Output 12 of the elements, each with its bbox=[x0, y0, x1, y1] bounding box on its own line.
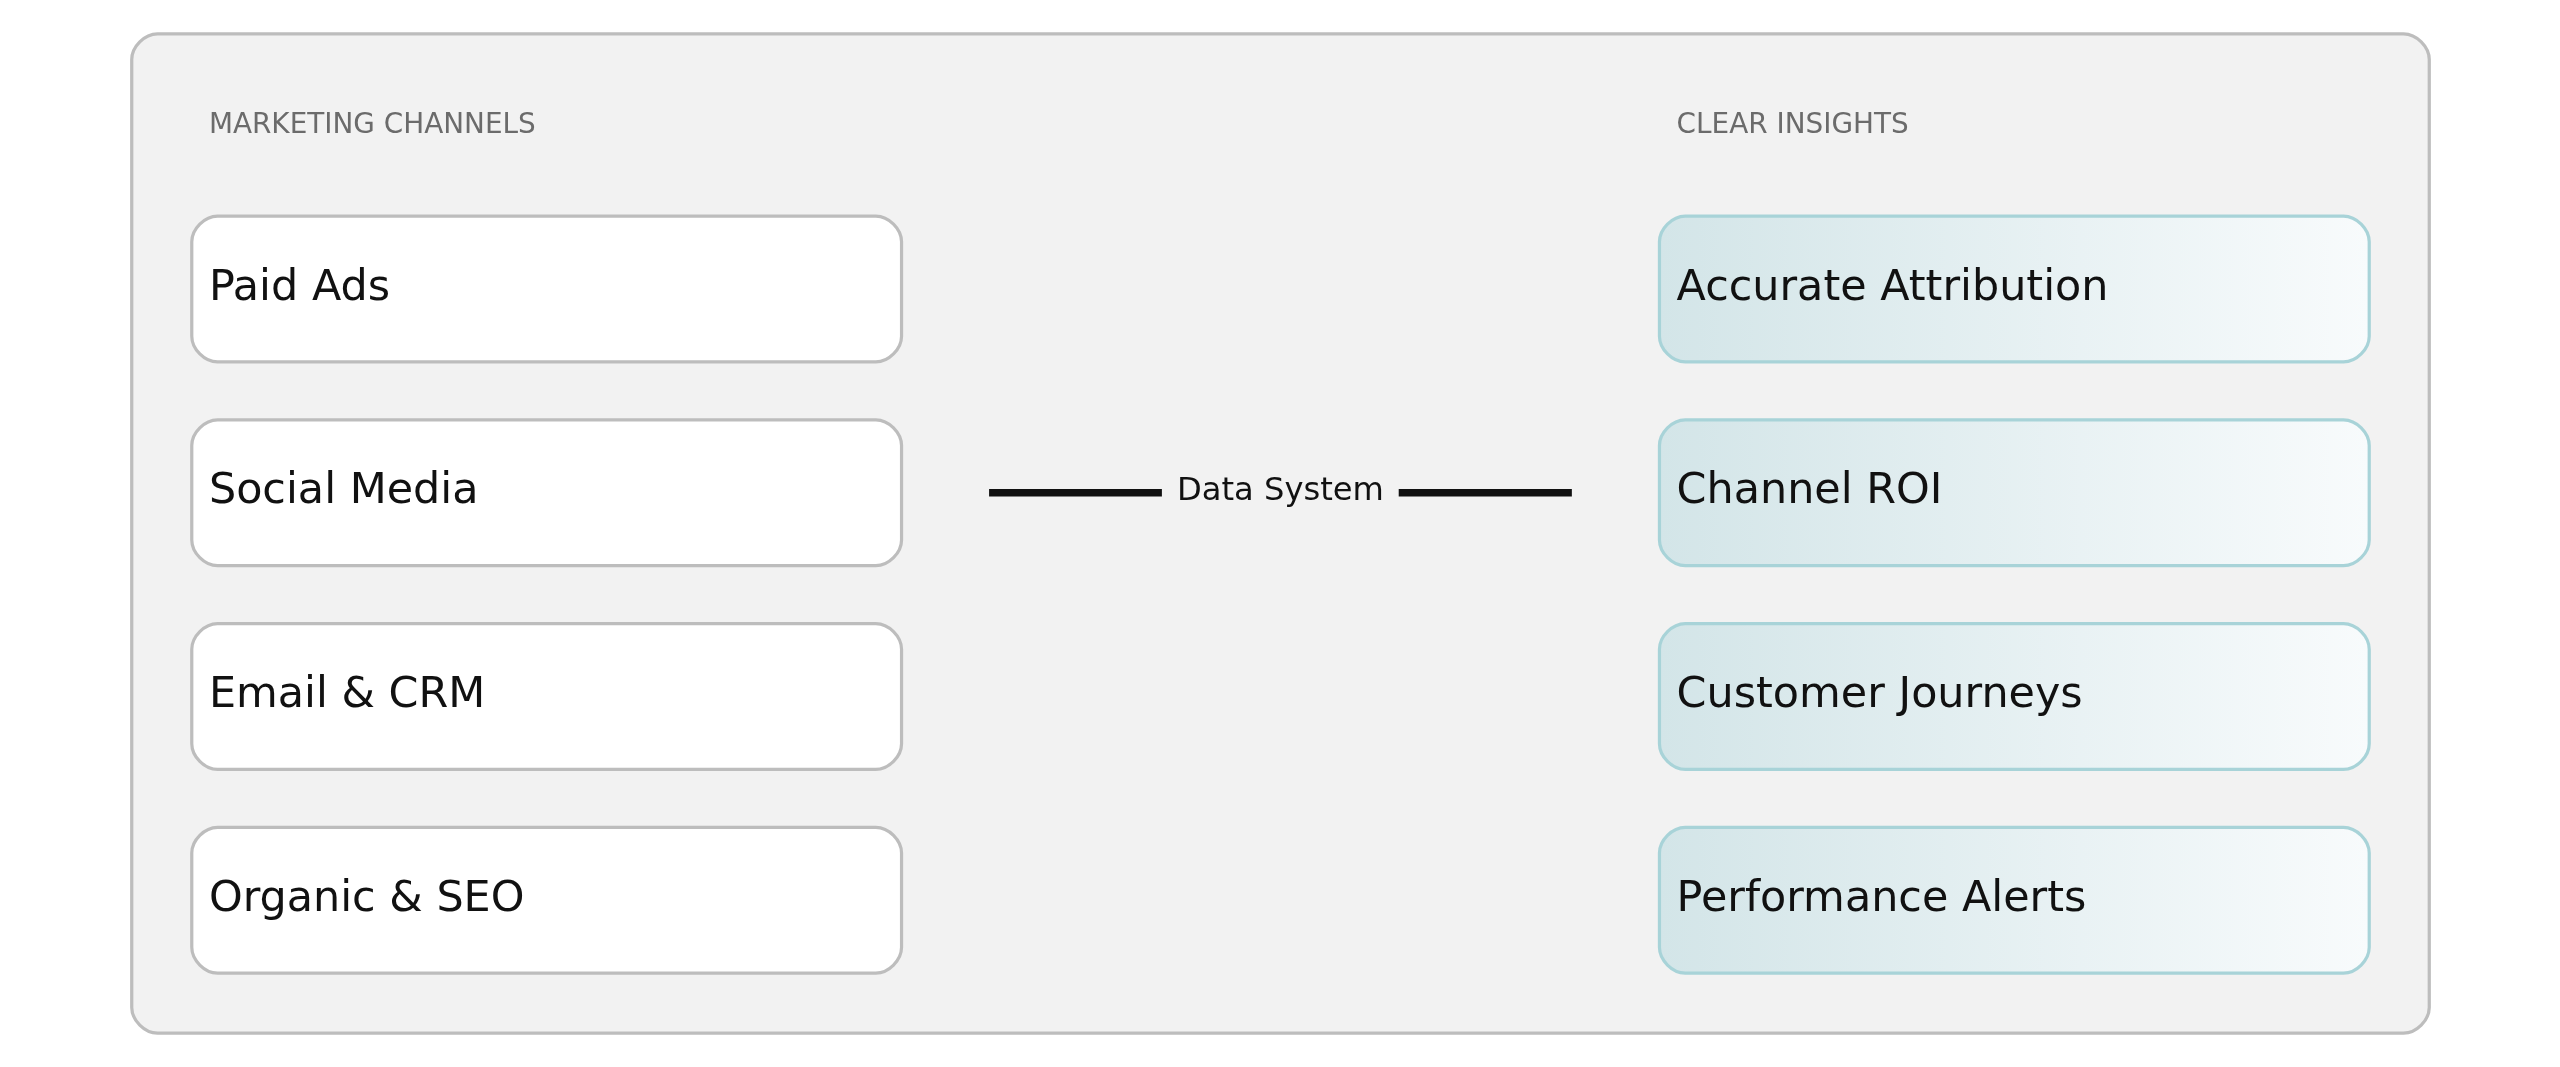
label: MARKETING CHANNELS bbox=[208, 107, 536, 141]
node-box: Customer Journeys bbox=[1657, 621, 2371, 771]
node-box: Organic & SEO bbox=[189, 825, 903, 975]
node-box: Social Media bbox=[189, 418, 903, 568]
node-box: Email & CRM bbox=[189, 621, 903, 771]
node-box: Paid Ads bbox=[189, 214, 903, 364]
label: CLEAR INSIGHTS bbox=[1676, 107, 1909, 141]
node-box: Accurate Attribution bbox=[1657, 214, 2371, 364]
node-box: Channel ROI bbox=[1657, 418, 2371, 568]
cluster bbox=[129, 32, 2431, 1035]
node-box: Performance Alerts bbox=[1657, 825, 2371, 975]
node-text: Data System bbox=[1176, 470, 1384, 509]
